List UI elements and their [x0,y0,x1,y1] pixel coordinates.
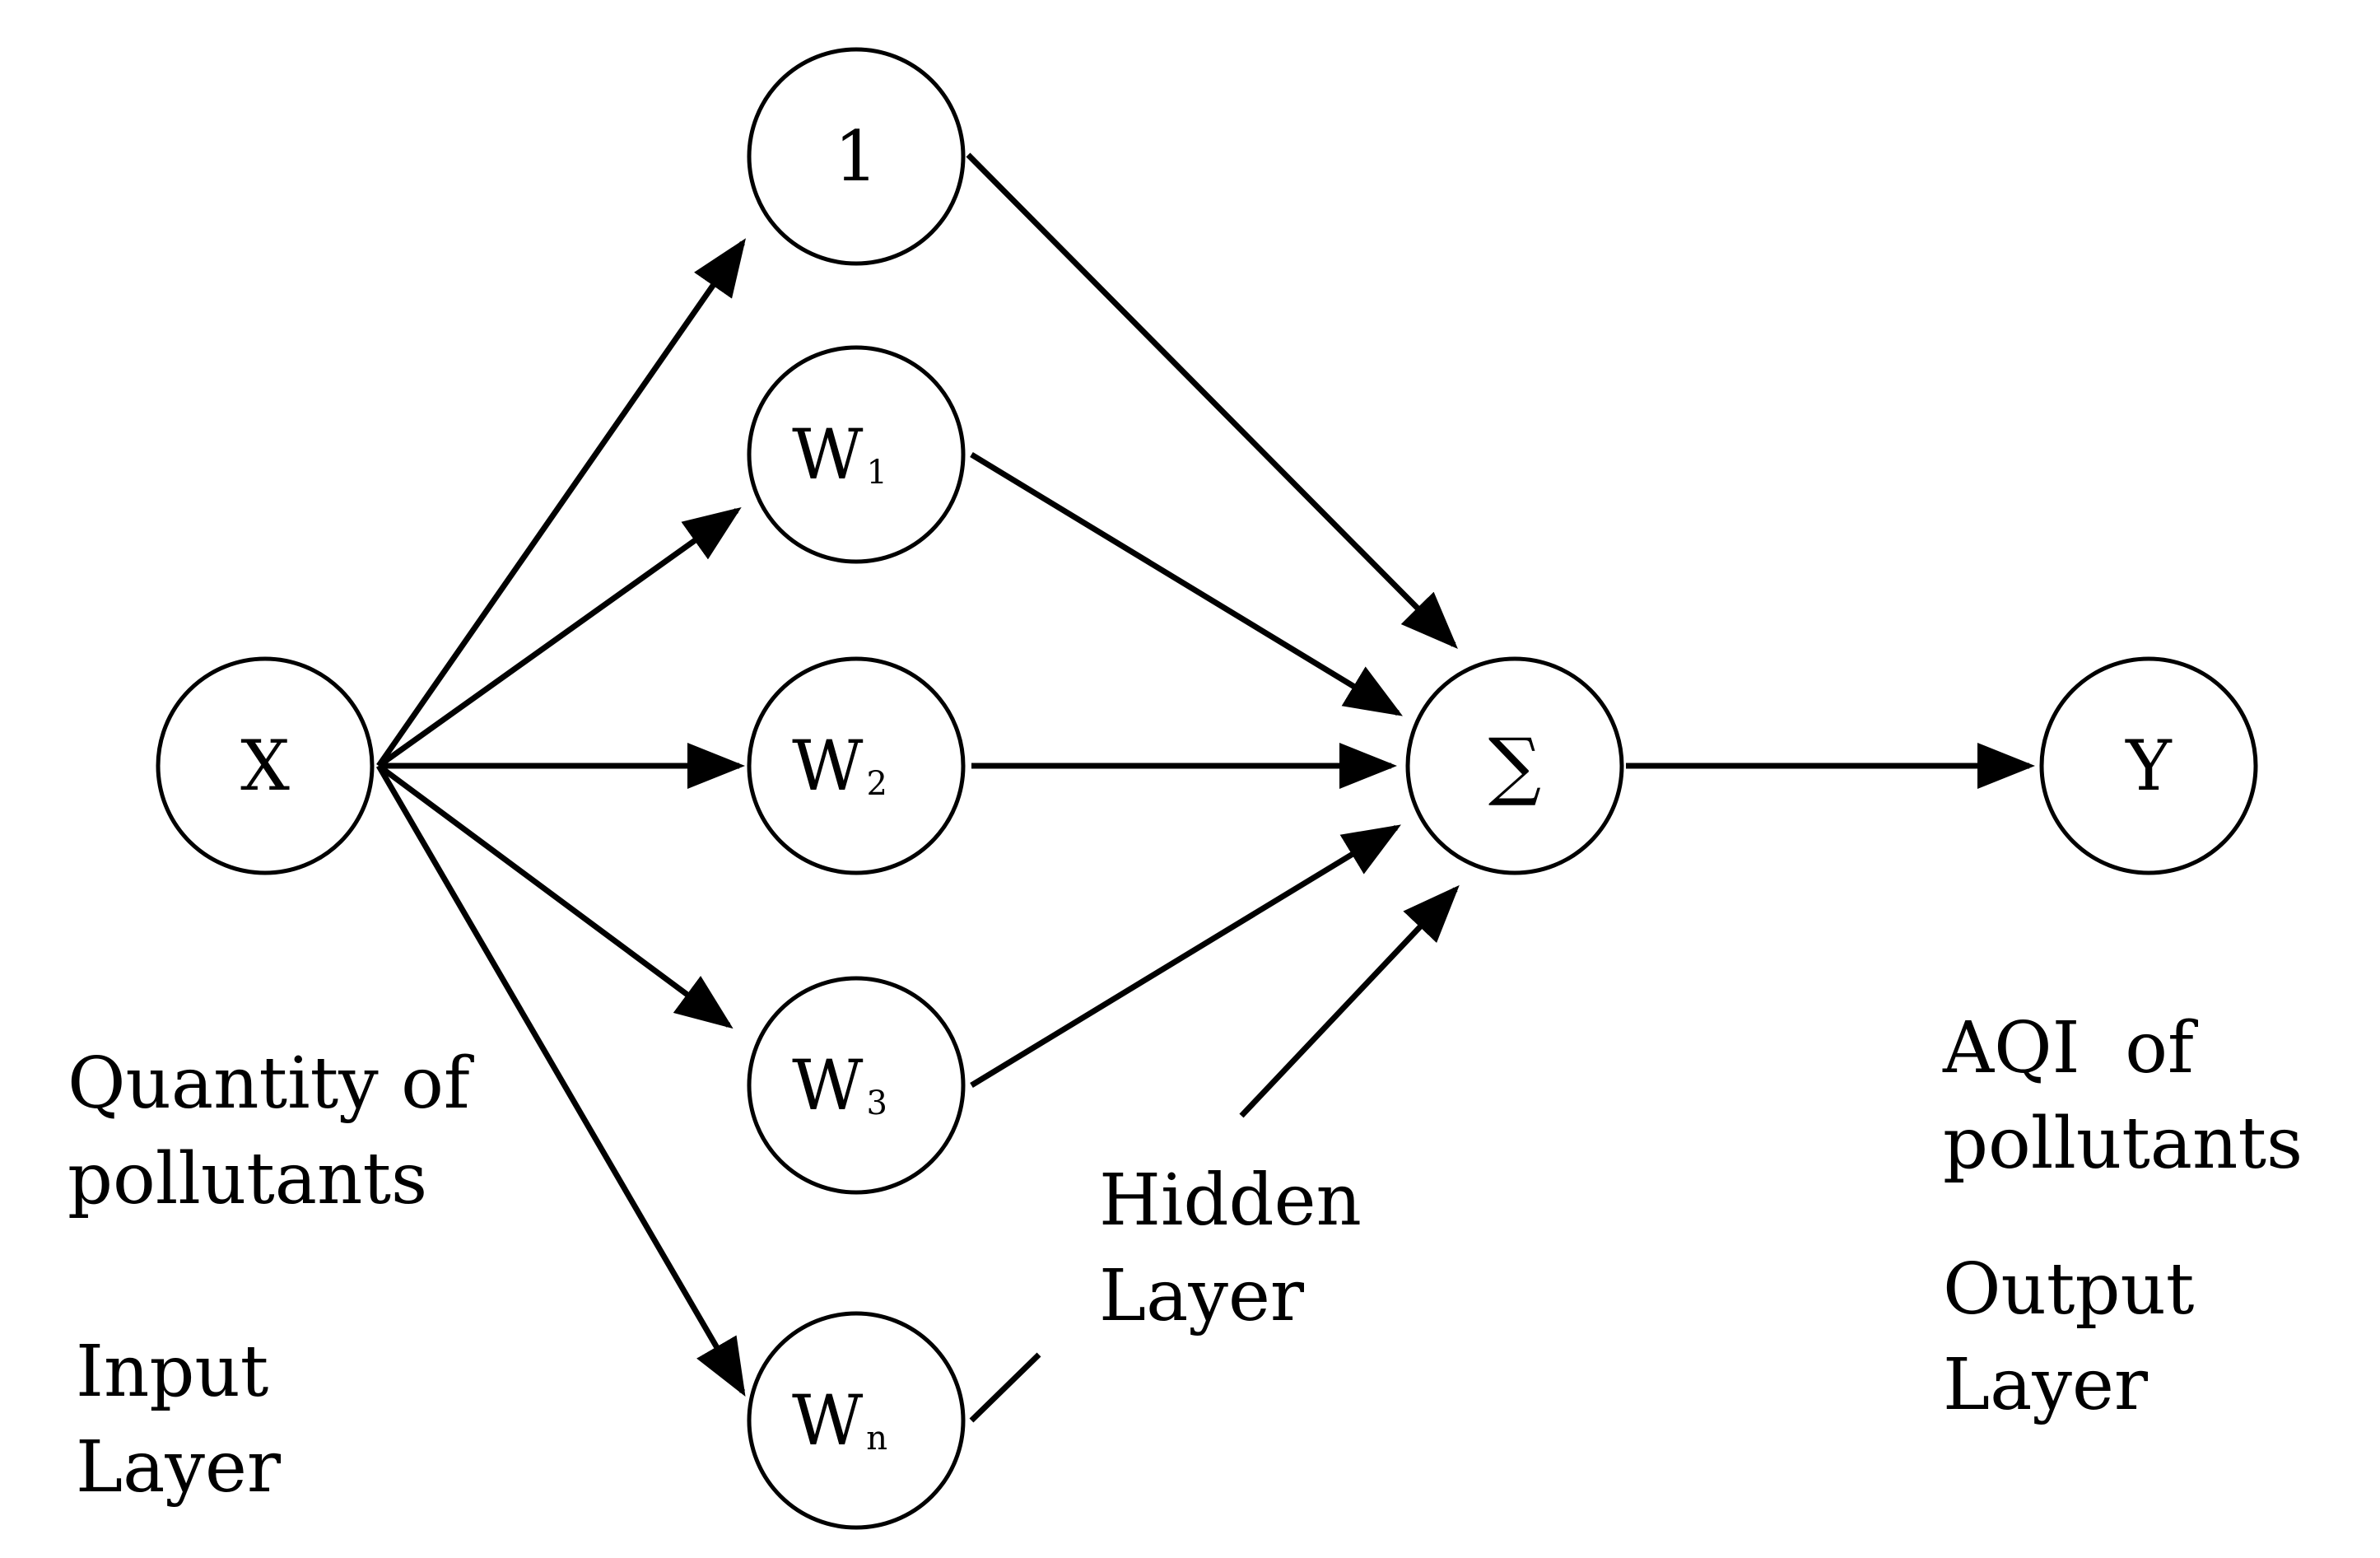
caption-line: Layer [1099,1255,1304,1337]
caption-hidden-layer: Hidden Layer [1099,1153,1362,1344]
caption-line: AQI of [1943,1007,2194,1089]
caption-line: Layer [1943,1344,2148,1426]
node-summation: ∑ [1405,656,1624,875]
caption-line: Output [1943,1248,2195,1331]
node-output-label: Y [2125,725,2173,806]
edge-w3-to-sum [970,824,1401,1088]
edge-x-to-bias [376,238,746,767]
edge-bias-to-sum [966,152,1458,649]
caption-line: Input [76,1331,269,1413]
caption-output-description: AQI of pollutants [1943,1001,2303,1192]
edge-x-to-w1 [376,506,742,768]
edge-w1-to-sum [970,452,1403,716]
node-input-label: X [240,725,290,806]
edge-wn-stub [969,1352,1041,1423]
caption-output-layer: Output Layer [1943,1242,2194,1433]
caption-line: pollutants [68,1138,428,1220]
caption-line: pollutants [1943,1103,2303,1185]
node-bias: 1 [747,47,966,266]
caption-line: Hidden [1099,1159,1362,1242]
edge-x-to-w3 [376,763,734,1029]
node-output-y: Y [2039,656,2258,875]
node-bias-label: 1 [834,116,878,197]
caption-line: Layer [76,1426,281,1509]
edge-x-to-wn [375,764,746,1397]
edge-hidden-layer-pointer [1239,884,1460,1118]
caption-input-layer: Input Layer [76,1324,281,1515]
caption-input-description: Quantity of pollutants [68,1036,470,1227]
caption-line: Quantity of [68,1043,470,1125]
summation-icon: ∑ [1488,723,1541,809]
node-input-x: X [156,656,375,875]
